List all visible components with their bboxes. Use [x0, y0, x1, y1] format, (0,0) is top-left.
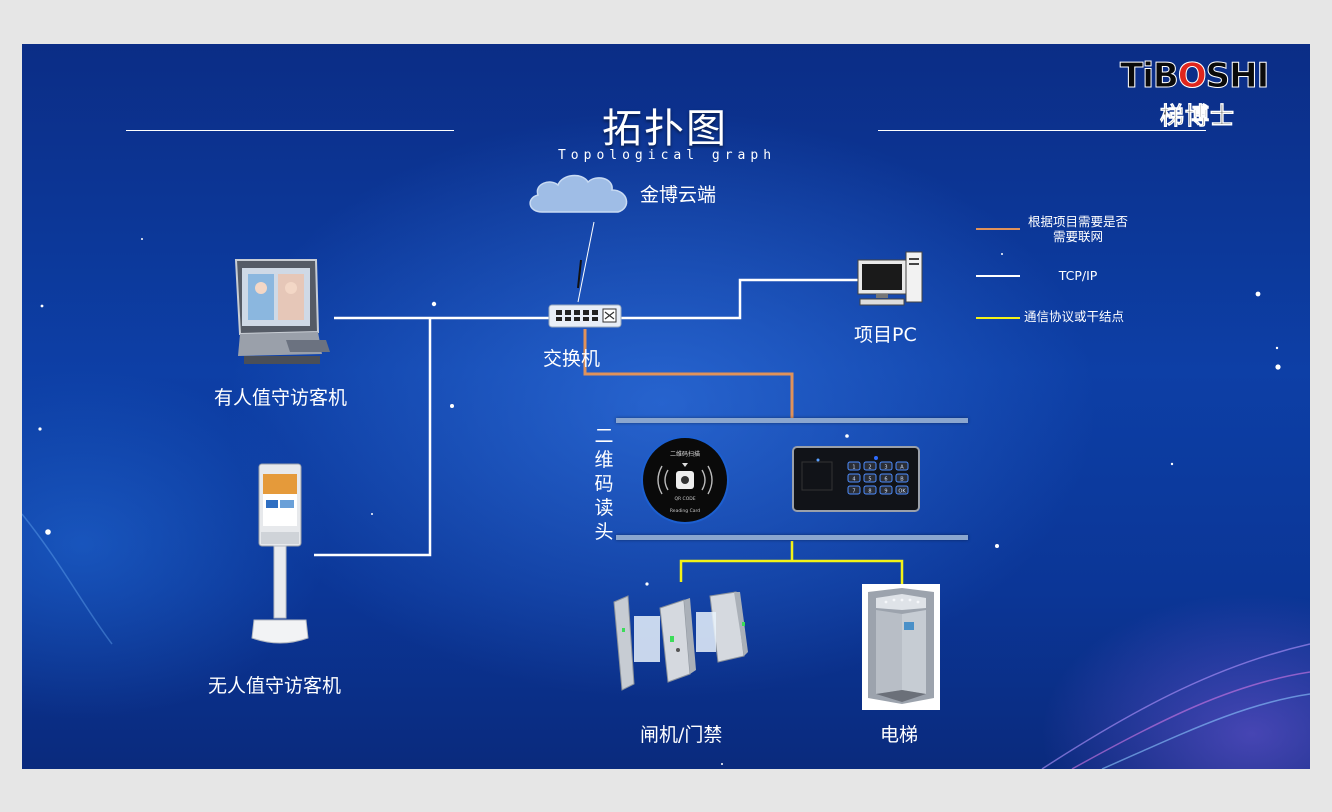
- keypad-key: [847, 485, 861, 495]
- cloud-label: 金博云端: [640, 184, 717, 206]
- keypad-key-label: 5: [868, 477, 871, 483]
- legend: 根据项目需要是否需要联网 TCP/IP 通信协议或干结点: [976, 212, 1136, 342]
- star: [1001, 253, 1003, 255]
- legend-swatch-optional: [976, 228, 1020, 230]
- title-rule-right: [878, 130, 1206, 131]
- attended-kiosk-label: 有人值守访客机: [214, 387, 348, 409]
- star: [450, 404, 454, 408]
- keypad-key: [879, 485, 893, 495]
- logo-suffix: SHI: [1205, 56, 1270, 97]
- slide: 拓扑图 Topological graph TiBOSHI 梯博士 金博云端: [22, 44, 1310, 769]
- star: [1255, 291, 1261, 297]
- page-title: 拓扑图: [602, 106, 728, 152]
- connection-lines: [314, 221, 904, 584]
- light-curve: [22, 513, 113, 645]
- keypad-key-label: 8: [868, 489, 871, 495]
- logo-o: O: [1177, 56, 1207, 97]
- keypad-key-label: A: [900, 465, 904, 471]
- qr-reader-top-text: 二维码扫描: [670, 450, 700, 458]
- qr-reader-image: 二维码扫描 QR CODE Reading Card: [641, 436, 729, 524]
- star: [431, 301, 437, 307]
- keypad-key-label: 1: [852, 465, 855, 471]
- light-curve: [1041, 643, 1310, 769]
- reader-bus-top: [616, 418, 968, 423]
- turnstile-image: [613, 591, 748, 691]
- switch-label: 交换机: [543, 348, 601, 370]
- star: [141, 238, 143, 240]
- star: [38, 427, 42, 431]
- star: [371, 513, 373, 515]
- star: [45, 529, 51, 535]
- keypad-key-label: 7: [852, 489, 855, 495]
- light-curve: [1101, 693, 1310, 769]
- keypad-key-label: OK: [898, 489, 906, 495]
- keypad-key-label: B: [900, 477, 904, 483]
- legend-label-tcpip: TCP/IP: [1058, 268, 1098, 283]
- unattended-kiosk-image: [251, 463, 309, 644]
- keypad-key: [863, 473, 877, 483]
- pc-icon: [857, 251, 923, 306]
- star-background: [22, 238, 1310, 769]
- cloud-icon: [529, 174, 628, 213]
- star: [1170, 462, 1174, 466]
- title-rule-left: [126, 130, 454, 131]
- reader-bus-bottom: [616, 535, 968, 540]
- keypad-key-label: 9: [884, 489, 887, 495]
- keypad-key: [895, 485, 909, 495]
- keypad-key-label: 3: [884, 465, 887, 471]
- turnstile-label: 闸机/门禁: [640, 724, 723, 746]
- keypad-reader-image: 1 2 3 A 4 5 6 B 7 8 9 OK: [792, 446, 920, 512]
- page-subtitle: Topological graph: [557, 148, 777, 163]
- star: [845, 434, 849, 438]
- star: [645, 582, 649, 586]
- brand-logo-wordmark: TiBOSHI: [1120, 56, 1270, 97]
- attended-kiosk-image: [234, 259, 330, 364]
- elevator-image: [862, 584, 940, 710]
- line-unattended-to-switch: [314, 318, 432, 557]
- star: [1275, 364, 1281, 370]
- star: [1275, 346, 1279, 350]
- keypad-key-label: 2: [868, 465, 871, 471]
- line-switch-to-reader-bus: [583, 329, 794, 422]
- logo-prefix: TiB: [1120, 56, 1180, 97]
- brand-logo-chinese: 梯博士: [1160, 102, 1235, 131]
- legend-swatch-tcpip: [976, 275, 1020, 277]
- line-cloud-to-switch: [577, 221, 595, 303]
- keypad-key: [847, 473, 861, 483]
- pc-label: 项目PC: [854, 324, 917, 346]
- keypad-key: [879, 473, 893, 483]
- star: [995, 544, 999, 548]
- star: [721, 763, 723, 765]
- keypad-key: [863, 485, 877, 495]
- elevator-label: 电梯: [880, 724, 919, 746]
- keypad-key-label: 6: [884, 477, 887, 483]
- keypad-key: [895, 461, 909, 471]
- qr-reader-code-text: QR CODE: [674, 496, 695, 502]
- keypad-key: [879, 461, 893, 471]
- unattended-kiosk-label: 无人值守访客机: [208, 675, 342, 697]
- brand-logo: TiBOSHI 梯博士: [1120, 56, 1292, 131]
- qr-reader-reading-text: Reading Card: [670, 508, 700, 514]
- legend-swatch-protocol: [976, 317, 1020, 319]
- keypad-key-label: 4: [852, 477, 855, 483]
- legend-label-protocol: 通信协议或干结点: [1024, 309, 1125, 324]
- keypad-key: [895, 473, 909, 483]
- legend-label-optional: 根据项目需要是否需要联网: [1028, 214, 1129, 244]
- line-bus-to-devices: [679, 559, 904, 584]
- keypad-key: [847, 461, 861, 471]
- light-curve: [1071, 671, 1310, 769]
- line-switch-to-pc: [620, 278, 858, 320]
- qr-reader-label: 二维码读头: [594, 425, 614, 543]
- star: [40, 304, 44, 308]
- keypad-key: [863, 461, 877, 471]
- line-cloud-segment: [577, 259, 582, 289]
- switch-icon: [548, 304, 622, 328]
